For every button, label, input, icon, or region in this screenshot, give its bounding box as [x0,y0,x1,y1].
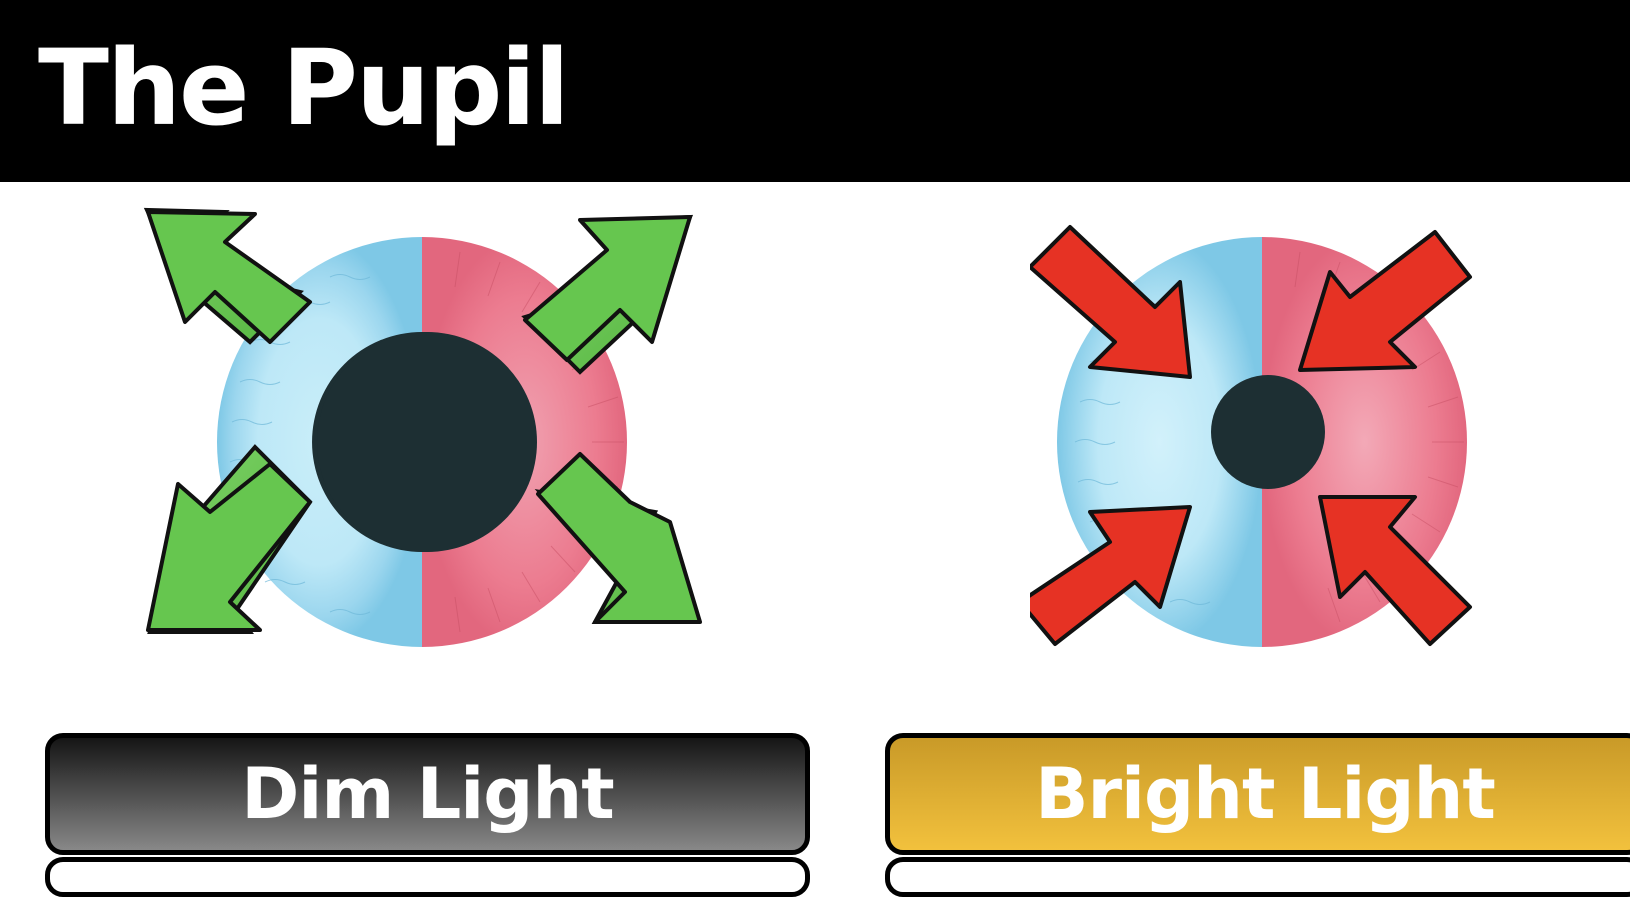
dim-light-eye-illustration [143,207,702,647]
arrow-ne [523,215,692,362]
bright-light-eye-illustration [1030,225,1472,647]
arrow-in-nw [1030,225,1192,379]
bright-light-label-box: Bright Light [885,733,1630,855]
dim-light-description-box [45,857,810,897]
arrow-se [536,452,702,624]
pupil-constricted [1211,375,1325,489]
bright-light-diagram [1030,182,1590,692]
dim-light-diagram [130,182,750,692]
bright-light-label: Bright Light [1035,753,1496,835]
page-title: The Pupil [38,27,570,149]
arrow-in-se [1318,495,1472,646]
dim-light-label-box: Dim Light [45,733,810,855]
title-bar: The Pupil [0,0,1630,182]
arrow-sw [146,462,312,632]
arrow-in-ne [1298,230,1472,372]
arrow-in-sw [1030,505,1192,646]
arrow-nw [146,210,312,344]
bright-light-description-box [885,857,1630,897]
dim-light-label: Dim Light [241,753,614,835]
